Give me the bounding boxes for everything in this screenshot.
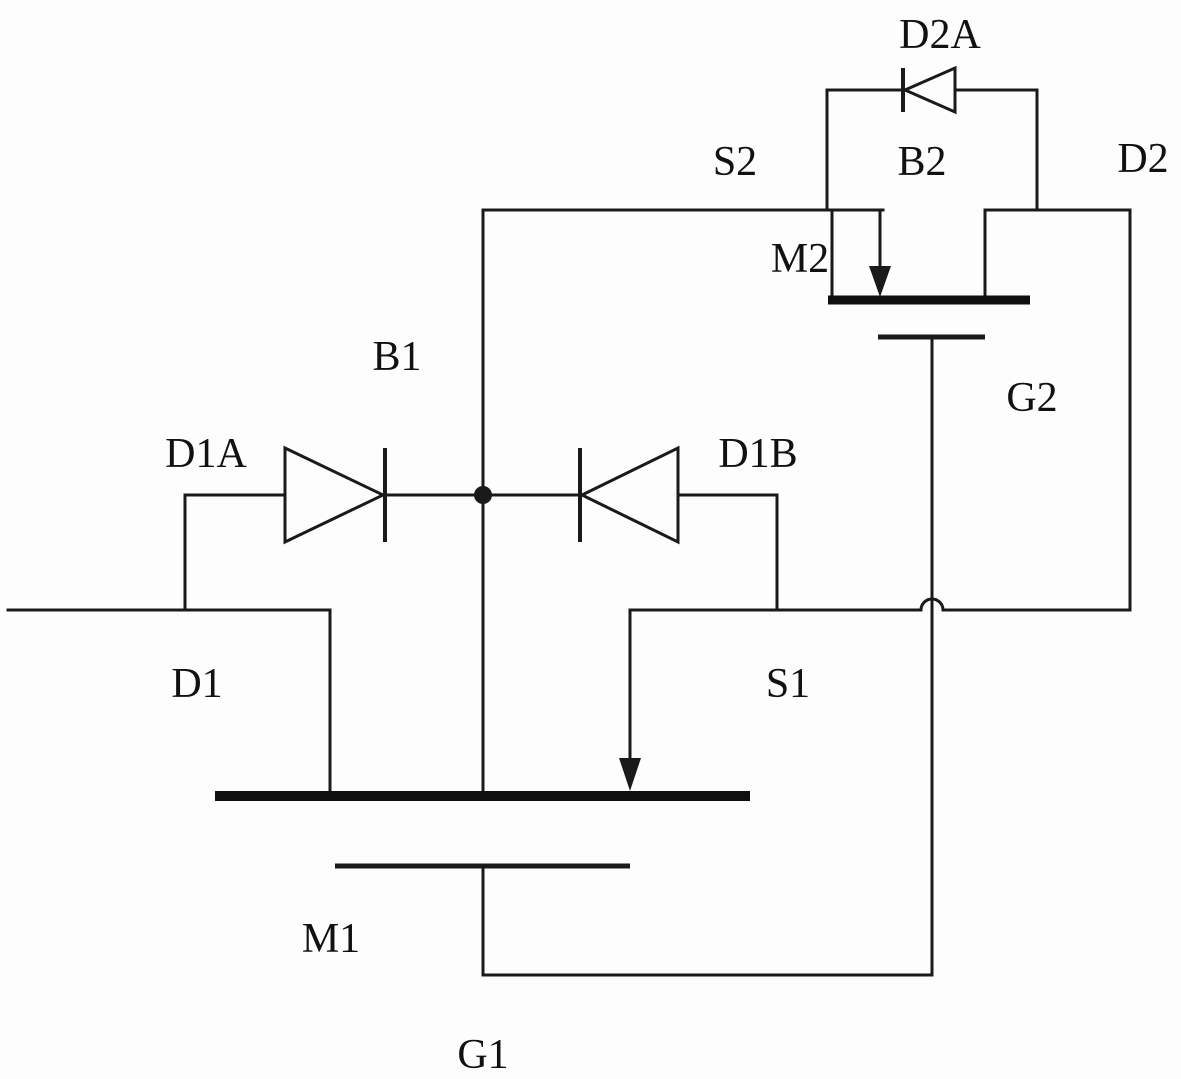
label-b2: B2	[897, 139, 946, 185]
diode-d2a	[901, 65, 957, 115]
label-b1: B1	[372, 334, 421, 380]
wire-s1-d2-with-hump	[628, 597, 1132, 612]
m2-arrow-head	[869, 266, 891, 297]
d1a-triangle	[283, 445, 387, 545]
label-s1: S1	[766, 661, 810, 707]
labels: D2A S2 B2 D2 M2 B1 G2 D1A D1B D1 S1 M1 G…	[165, 12, 1169, 1078]
d2a-triangle	[901, 65, 957, 115]
label-m1: M1	[302, 916, 360, 962]
label-m2: M2	[771, 236, 829, 282]
label-s2: S2	[713, 139, 757, 185]
label-d2: D2	[1117, 136, 1168, 182]
label-d2a: D2A	[899, 12, 981, 58]
label-g2: G2	[1006, 375, 1057, 421]
label-d1a: D1A	[165, 431, 247, 477]
wire-d1a-anode	[183, 493, 287, 612]
wire-gate-g1-g2	[481, 335, 934, 977]
wires	[6, 88, 1132, 977]
mosfet-m1	[215, 608, 750, 869]
wire-d1b-anode	[678, 493, 779, 612]
label-g1: G1	[457, 1032, 508, 1078]
label-d1b: D1B	[718, 431, 797, 477]
diode-d1a	[283, 445, 387, 545]
wire-d2-drain-rail	[983, 208, 1132, 612]
diode-d1b	[578, 445, 680, 545]
wire-d2a-right-leg	[953, 88, 1039, 212]
wire-d2a-left-leg	[825, 88, 905, 212]
mosfet-m2	[828, 210, 1030, 340]
label-d1: D1	[171, 661, 222, 707]
m1-arrow-head	[619, 758, 641, 791]
junction-dot	[474, 486, 492, 504]
d1b-triangle	[578, 445, 680, 545]
